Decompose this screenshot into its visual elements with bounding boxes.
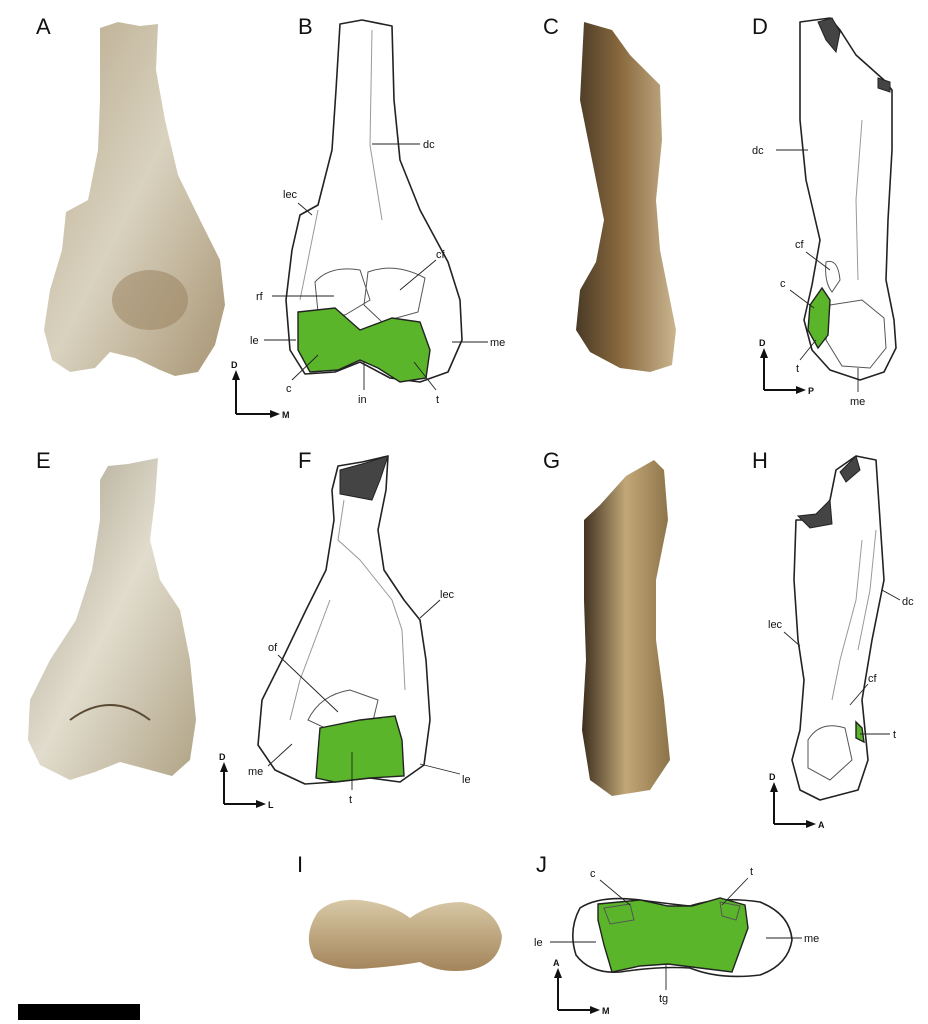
panel-e: E [28, 448, 196, 780]
panel-h: H dc lec cf t D A [752, 448, 914, 830]
broken-area-h [796, 498, 833, 529]
panel-f: F lec of me t le D L [219, 448, 471, 810]
panel-label-e: E [36, 448, 51, 473]
svg-text:t: t [893, 729, 896, 741]
svg-text:M: M [602, 1006, 610, 1016]
panel-g: G [543, 448, 670, 796]
articular-surface-j [597, 897, 749, 973]
bone-photo-e [28, 458, 196, 780]
panel-a: A [36, 14, 225, 376]
svg-text:D: D [219, 752, 226, 762]
orientation-axes-b: D M [231, 360, 290, 420]
orientation-axes-f: D L [219, 752, 274, 810]
articular-surface-b [297, 307, 431, 383]
svg-text:t: t [349, 794, 352, 806]
svg-text:rf: rf [256, 291, 264, 303]
orientation-axes-h: D A [769, 772, 825, 830]
panel-label-j: J [536, 852, 547, 877]
svg-text:D: D [769, 772, 776, 782]
articular-surface-f [315, 715, 405, 783]
svg-text:le: le [534, 937, 543, 949]
svg-text:t: t [796, 363, 799, 375]
bone-outline-d [799, 17, 897, 381]
panel-label-g: G [543, 448, 560, 473]
olecranon-fossa-f [307, 689, 379, 736]
panel-label-i: I [297, 852, 303, 877]
articular-surface-h [855, 720, 865, 744]
panel-label-f: F [298, 448, 311, 473]
bone-outline-b [285, 19, 463, 383]
panel-d: D dc cf c t me D P [752, 14, 897, 408]
svg-text:c: c [590, 868, 596, 880]
svg-text:dc: dc [423, 139, 435, 151]
svg-text:cf: cf [795, 239, 805, 251]
radial-fossa-b [314, 268, 371, 316]
svg-text:me: me [248, 766, 263, 778]
svg-text:of: of [268, 642, 278, 654]
svg-text:dc: dc [752, 145, 764, 157]
bone-outline-h [791, 455, 885, 801]
svg-text:cf: cf [436, 249, 446, 261]
svg-text:c: c [780, 278, 786, 290]
panel-b: B dc lec cf rf le me c in t D M [231, 14, 505, 420]
svg-text:me: me [490, 337, 505, 349]
svg-text:lec: lec [768, 619, 783, 631]
orientation-axes-d: D P [759, 338, 814, 396]
svg-text:D: D [759, 338, 766, 348]
bone-outline-f [257, 455, 431, 785]
bone-photo-c [576, 22, 676, 372]
svg-text:le: le [250, 335, 259, 347]
panel-c: C [543, 14, 676, 372]
svg-text:P: P [808, 386, 814, 396]
panel-label-d: D [752, 14, 768, 39]
panel-label-a: A [36, 14, 51, 39]
svg-text:le: le [462, 774, 471, 786]
orientation-axes-j: A M [553, 958, 610, 1016]
broken-area-d [817, 17, 841, 54]
svg-text:dc: dc [902, 596, 914, 608]
svg-text:D: D [231, 360, 238, 370]
panel-label-b: B [298, 14, 313, 39]
svg-text:A: A [818, 820, 825, 830]
panel-label-c: C [543, 14, 559, 39]
bone-photo-g [582, 460, 670, 796]
scale-bar [18, 1004, 140, 1020]
svg-text:lec: lec [283, 189, 298, 201]
bone-photo-i [308, 899, 502, 971]
svg-text:t: t [436, 394, 439, 406]
panel-i: I [297, 852, 502, 971]
svg-text:lec: lec [440, 589, 455, 601]
svg-text:cf: cf [868, 673, 878, 685]
svg-text:A: A [553, 958, 560, 968]
panel-label-h: H [752, 448, 768, 473]
panel-j: J c t le me tg A M [534, 852, 819, 1016]
svg-text:me: me [850, 396, 865, 408]
bone-photo-a-condyle [112, 270, 188, 330]
broken-area-f [339, 455, 389, 501]
svg-text:c: c [286, 383, 292, 395]
svg-text:me: me [804, 933, 819, 945]
svg-text:L: L [268, 800, 274, 810]
svg-text:t: t [750, 866, 753, 878]
svg-text:tg: tg [659, 993, 668, 1005]
svg-text:M: M [282, 410, 290, 420]
svg-text:in: in [358, 394, 367, 406]
